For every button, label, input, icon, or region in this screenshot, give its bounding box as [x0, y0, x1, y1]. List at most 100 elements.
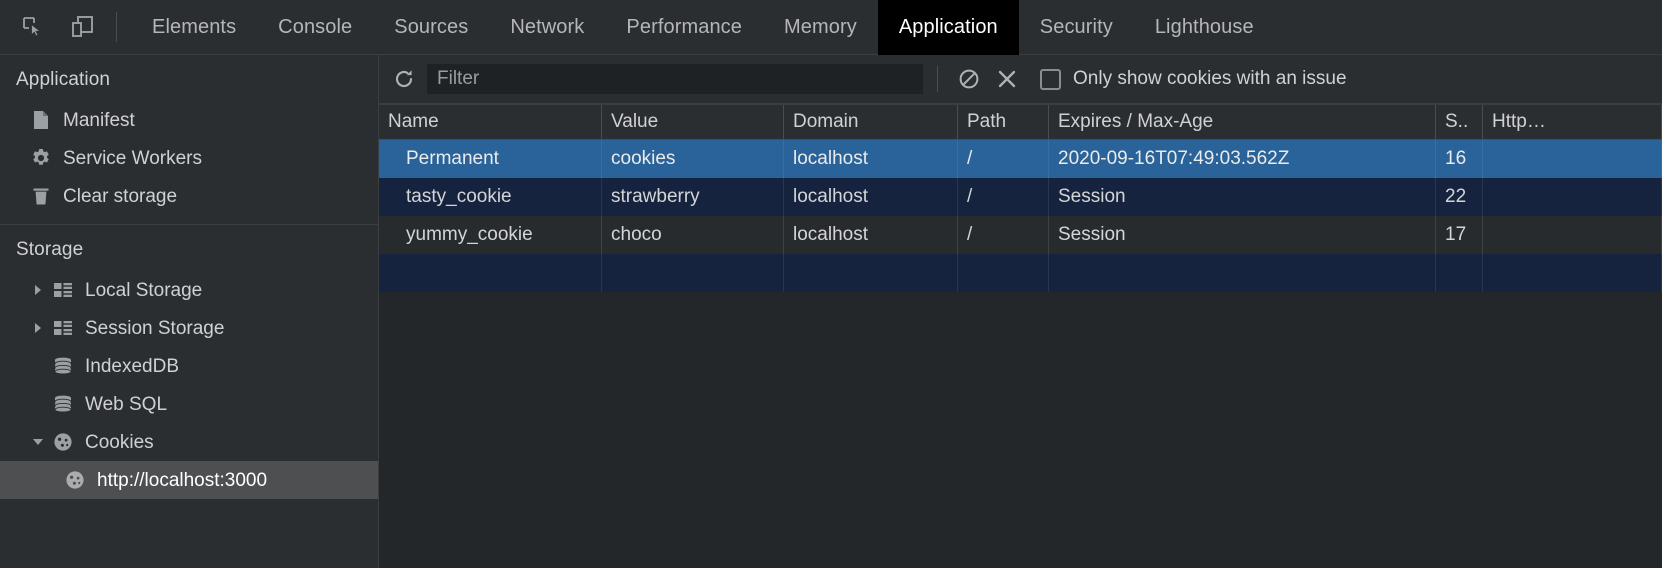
sidebar-item-label: Session Storage [85, 317, 225, 339]
application-sidebar: Application Manifest Service [0, 55, 379, 568]
chevron-down-icon[interactable] [28, 437, 48, 447]
sidebar-section-storage-title: Storage [16, 239, 84, 260]
devtools-body: Application Manifest Service [0, 55, 1662, 568]
filter-input[interactable] [427, 64, 923, 94]
column-header-size[interactable]: S.. [1436, 105, 1483, 139]
tab-memory[interactable]: Memory [784, 15, 857, 38]
cell-value: choco [602, 216, 784, 254]
sidebar-item-label: Manifest [63, 109, 135, 131]
toolbar-divider [116, 12, 117, 42]
cell-value [602, 254, 784, 292]
cell-expires [1049, 254, 1436, 292]
datagrid-header-row: Name Value Domain Path Expires / Max-Age… [379, 104, 1662, 140]
only-show-issues-label: Only show cookies with an issue [1073, 68, 1347, 89]
cell-httponly [1483, 254, 1662, 292]
devtools-tool-icons [0, 10, 100, 44]
cell-httponly [1483, 178, 1662, 216]
tab-lighthouse[interactable]: Lighthouse [1154, 15, 1254, 38]
datagrid-rows: Permanent cookies localhost / 2020-09-16… [379, 140, 1662, 568]
cookies-panel: Only show cookies with an issue Name Val… [379, 55, 1662, 568]
cell-name: Permanent [379, 140, 602, 178]
table-row[interactable]: Permanent cookies localhost / 2020-09-16… [379, 140, 1662, 178]
clear-all-cookies-icon[interactable] [950, 60, 988, 98]
sidebar-item-session-storage[interactable]: Session Storage [0, 309, 378, 347]
document-icon [28, 110, 54, 130]
cell-size: 22 [1436, 178, 1483, 216]
tab-sources[interactable]: Sources [394, 15, 469, 38]
database-icon [50, 395, 76, 413]
cell-path: / [958, 178, 1049, 216]
column-header-expires[interactable]: Expires / Max-Age [1049, 105, 1436, 139]
sidebar-item-label: Clear storage [63, 185, 178, 207]
cell-expires: Session [1049, 178, 1436, 216]
cell-size [1436, 254, 1483, 292]
chevron-right-icon[interactable] [28, 284, 48, 296]
cell-httponly [1483, 216, 1662, 254]
cell-expires: 2020-09-16T07:49:03.562Z [1049, 140, 1436, 178]
sidebar-item-manifest[interactable]: Manifest [0, 101, 378, 139]
tab-console[interactable]: Console [278, 15, 353, 38]
inspect-element-icon[interactable] [16, 10, 50, 44]
cell-value: strawberry [602, 178, 784, 216]
gear-icon [28, 148, 54, 168]
table-icon [50, 320, 76, 336]
cell-size: 17 [1436, 216, 1483, 254]
tab-performance[interactable]: Performance [626, 15, 742, 38]
column-header-httponly[interactable]: Http… [1483, 105, 1662, 139]
cell-path: / [958, 140, 1049, 178]
cookies-toolbar: Only show cookies with an issue [379, 55, 1662, 104]
sidebar-item-cookie-origin[interactable]: http://localhost:3000 [0, 461, 378, 499]
cell-expires: Session [1049, 216, 1436, 254]
cell-size: 16 [1436, 140, 1483, 178]
panel-tabs: Elements Console Sources Network Perform… [131, 0, 1275, 55]
column-header-path[interactable]: Path [958, 105, 1049, 139]
sidebar-item-indexeddb[interactable]: IndexedDB [0, 347, 378, 385]
device-toolbar-icon[interactable] [66, 10, 100, 44]
sidebar-item-local-storage[interactable]: Local Storage [0, 271, 378, 309]
cell-name: tasty_cookie [379, 178, 602, 216]
cookies-datagrid: Name Value Domain Path Expires / Max-Age… [379, 104, 1662, 568]
tab-network[interactable]: Network [510, 15, 585, 38]
table-row[interactable]: yummy_cookie choco localhost / Session 1… [379, 216, 1662, 254]
cell-path [958, 254, 1049, 292]
cell-value: cookies [602, 140, 784, 178]
sidebar-item-web-sql[interactable]: Web SQL [0, 385, 378, 423]
sidebar-item-service-workers[interactable]: Service Workers [0, 139, 378, 177]
sidebar-item-label: IndexedDB [85, 355, 180, 377]
cell-domain: localhost [784, 140, 958, 178]
cell-domain [784, 254, 958, 292]
cookie-icon [50, 432, 76, 452]
checkbox-box[interactable] [1040, 68, 1061, 90]
tab-elements[interactable]: Elements [152, 15, 237, 38]
cell-name [379, 254, 602, 292]
only-show-issues-checkbox[interactable]: Only show cookies with an issue [1040, 68, 1347, 90]
table-row[interactable]: tasty_cookie strawberry localhost / Sess… [379, 178, 1662, 216]
table-row-empty[interactable] [379, 254, 1662, 292]
column-header-domain[interactable]: Domain [784, 105, 958, 139]
sidebar-divider [0, 224, 378, 225]
delete-selected-cookie-icon[interactable] [988, 60, 1026, 98]
cookie-icon [62, 470, 88, 490]
sidebar-section-application-title: Application [16, 69, 111, 90]
tab-security[interactable]: Security [1039, 15, 1113, 38]
database-icon [50, 357, 76, 375]
sidebar-item-clear-storage[interactable]: Clear storage [0, 177, 378, 215]
cell-httponly [1483, 140, 1662, 178]
sidebar-item-label: http://localhost:3000 [97, 469, 268, 491]
tab-application[interactable]: Application [877, 0, 1019, 55]
sidebar-item-cookies[interactable]: Cookies [0, 423, 378, 461]
sidebar-item-label: Cookies [85, 431, 154, 453]
column-header-value[interactable]: Value [602, 105, 784, 139]
sidebar-item-label: Web SQL [85, 393, 168, 415]
cell-path: / [958, 216, 1049, 254]
devtools-tabbar: Elements Console Sources Network Perform… [0, 0, 1662, 55]
sidebar-item-label: Service Workers [63, 147, 203, 169]
column-header-name[interactable]: Name [379, 105, 602, 139]
cell-domain: localhost [784, 216, 958, 254]
cell-domain: localhost [784, 178, 958, 216]
refresh-icon[interactable] [385, 60, 423, 98]
cell-name: yummy_cookie [379, 216, 602, 254]
chevron-right-icon[interactable] [28, 322, 48, 334]
trash-icon [28, 186, 54, 206]
